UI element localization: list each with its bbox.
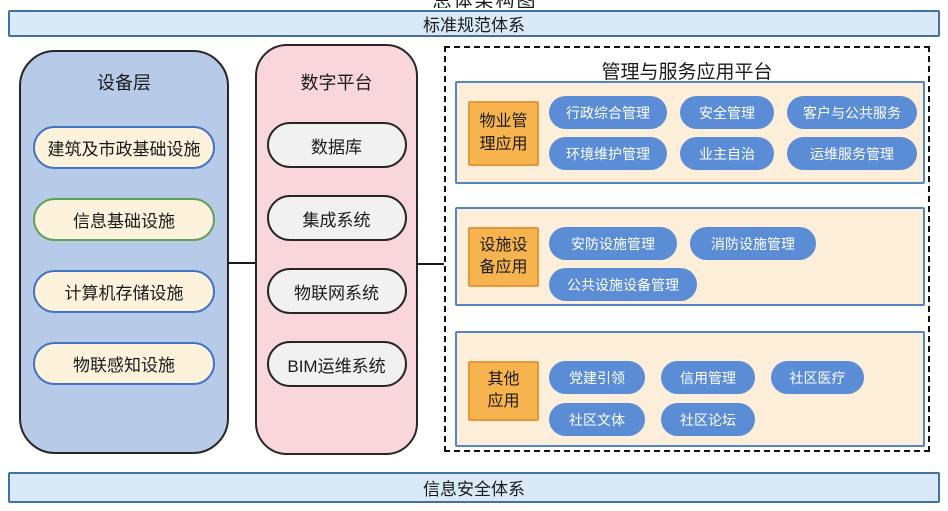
app-pill: 党建引领 — [549, 361, 645, 394]
app-pill: 消防设施管理 — [690, 227, 816, 260]
app-pill: 运维服务管理 — [787, 137, 917, 170]
app-pill: 环境维护管理 — [549, 137, 667, 170]
app-pill: 社区医疗 — [771, 361, 864, 394]
group-property-management: 物业管 理应用 行政综合管理 安全管理 客户与公共服务 环境维护管理 业主自治 … — [455, 81, 925, 184]
group-other-applications-tag: 其他 应用 — [468, 361, 539, 421]
app-pill: 安全管理 — [680, 96, 774, 129]
pill-row: 公共设施设备管理 — [549, 268, 816, 301]
app-pill: 客户与公共服务 — [787, 96, 917, 129]
group-other-applications-pills: 党建引领 信用管理 社区医疗 社区文体 社区论坛 — [549, 361, 864, 436]
pill-row: 党建引领 信用管理 社区医疗 — [549, 361, 864, 394]
app-pill: 社区论坛 — [661, 403, 755, 436]
information-security-label: 信息安全体系 — [423, 480, 525, 499]
device-item-computing-storage: 计算机存储设施 — [33, 270, 215, 313]
platform-item-bim-system: BIM运维系统 — [266, 341, 407, 387]
app-pill: 业主自治 — [680, 137, 774, 170]
device-layer-column: 设备层 建筑及市政基础设施 信息基础设施 计算机存储设施 物联感知设施 — [19, 50, 229, 454]
app-pill: 行政综合管理 — [549, 96, 667, 129]
pill-row: 社区文体 社区论坛 — [549, 403, 864, 436]
standards-system-label: 标准规范体系 — [423, 16, 525, 35]
app-pill: 信用管理 — [661, 361, 755, 394]
platform-item-integration-system: 集成系统 — [266, 195, 407, 241]
platform-item-iot-system: 物联网系统 — [266, 268, 407, 314]
group-facility-equipment-tag: 设施设 备应用 — [468, 227, 539, 287]
app-pill: 安防设施管理 — [549, 227, 677, 260]
platform-item-database: 数据库 — [266, 122, 407, 168]
connector-device-to-platform — [227, 262, 255, 264]
pill-row: 安防设施管理 消防设施管理 — [549, 227, 816, 260]
group-facility-equipment: 设施设 备应用 安防设施管理 消防设施管理 公共设施设备管理 — [455, 207, 925, 306]
digital-platform-column: 数字平台 数据库 集成系统 物联网系统 BIM运维系统 — [255, 44, 418, 455]
information-security-bar: 信息安全体系 — [8, 472, 940, 503]
group-other-applications: 其他 应用 党建引领 信用管理 社区医疗 社区文体 社区论坛 — [455, 331, 925, 447]
group-property-management-pills: 行政综合管理 安全管理 客户与公共服务 环境维护管理 业主自治 运维服务管理 — [549, 96, 917, 170]
device-item-information-infrastructure: 信息基础设施 — [33, 198, 215, 241]
digital-platform-title: 数字平台 — [300, 73, 373, 93]
device-item-building-infrastructure: 建筑及市政基础设施 — [33, 126, 215, 169]
clipped-page-title: 总体架构图 — [420, 0, 550, 8]
app-pill: 公共设施设备管理 — [549, 268, 697, 301]
pill-row: 行政综合管理 安全管理 客户与公共服务 — [549, 96, 917, 129]
group-property-management-tag: 物业管 理应用 — [468, 101, 539, 166]
group-facility-equipment-pills: 安防设施管理 消防设施管理 公共设施设备管理 — [549, 227, 816, 301]
device-item-iot-sensing: 物联感知设施 — [33, 342, 215, 385]
clipped-page-title-text: 总体架构图 — [420, 0, 550, 8]
standards-system-bar: 标准规范体系 — [8, 10, 940, 37]
pill-row: 环境维护管理 业主自治 运维服务管理 — [549, 137, 917, 170]
application-platform-panel: 管理与服务应用平台 物业管 理应用 行政综合管理 安全管理 客户与公共服务 环境… — [444, 46, 930, 452]
app-pill: 社区文体 — [549, 403, 645, 436]
device-layer-title: 设备层 — [97, 73, 151, 93]
connector-platform-to-applications — [416, 263, 444, 265]
application-platform-title: 管理与服务应用平台 — [601, 62, 773, 83]
